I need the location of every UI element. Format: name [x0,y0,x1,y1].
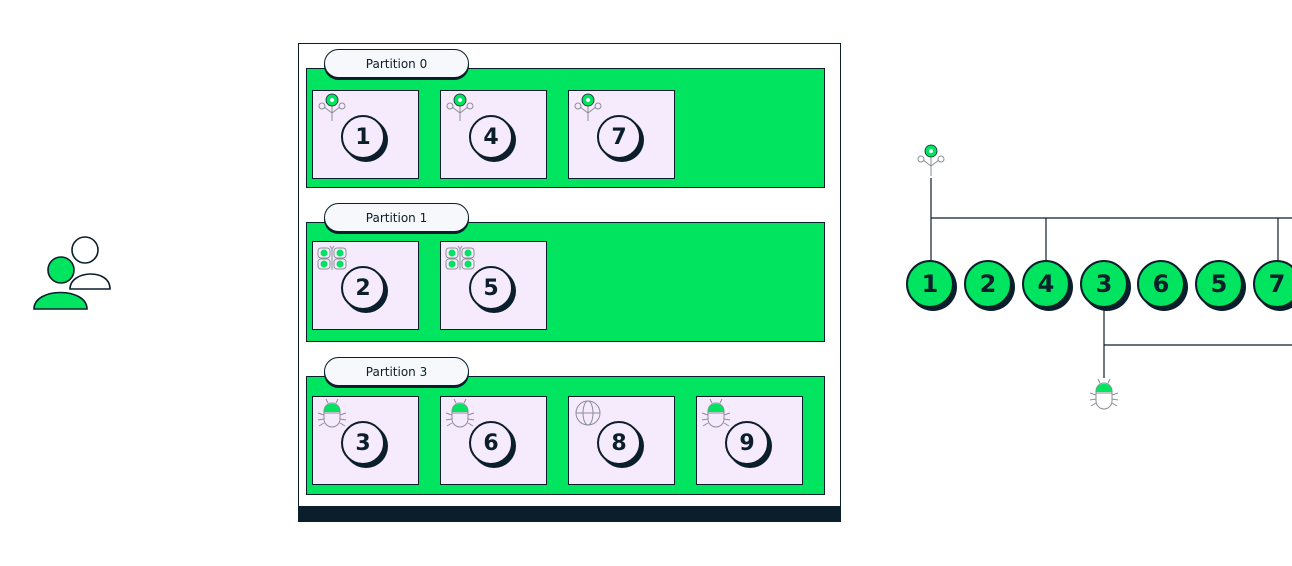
bug-icon [1089,378,1119,410]
bug-icon [317,398,347,428]
bug-icon [445,398,475,428]
record-card: 8 [568,396,675,485]
record-number: 1 [341,115,385,159]
sequence-chip: 6 [1137,260,1185,308]
bug-icon [701,398,731,428]
partition-3-label: Partition 3 [324,357,469,386]
record-number: 9 [725,421,769,465]
record-card: 4 [440,90,547,179]
users-icon [33,236,111,310]
record-card: 3 [312,396,419,485]
butterfly-icon [317,245,347,270]
record-number: 2 [341,266,385,310]
panel-footer-bar [298,506,841,522]
sequence-chip: 2 [964,260,1012,308]
record-card: 7 [568,90,675,179]
record-number: 5 [469,266,513,310]
record-number: 6 [469,421,513,465]
sequence-chip: 4 [1022,260,1070,308]
flower-icon [446,93,474,121]
partition-0-label: Partition 0 [324,49,469,78]
sequence-chip: 7 [1253,260,1292,308]
record-card: 1 [312,90,419,179]
record-number: 4 [469,115,513,159]
butterfly-icon [445,245,475,270]
globe-icon [575,400,601,426]
partition-1-label: Partition 1 [324,203,469,232]
record-card: 5 [440,241,547,330]
sequence-chip: 3 [1080,260,1128,308]
record-number: 8 [597,421,641,465]
sequence-chip: 1 [906,260,954,308]
record-card: 6 [440,396,547,485]
flower-icon [574,93,602,121]
flower-icon [917,144,945,176]
record-card: 9 [696,396,803,485]
sequence-chip: 5 [1195,260,1243,308]
record-number: 7 [597,115,641,159]
flower-icon [318,93,346,121]
record-card: 2 [312,241,419,330]
record-number: 3 [341,421,385,465]
